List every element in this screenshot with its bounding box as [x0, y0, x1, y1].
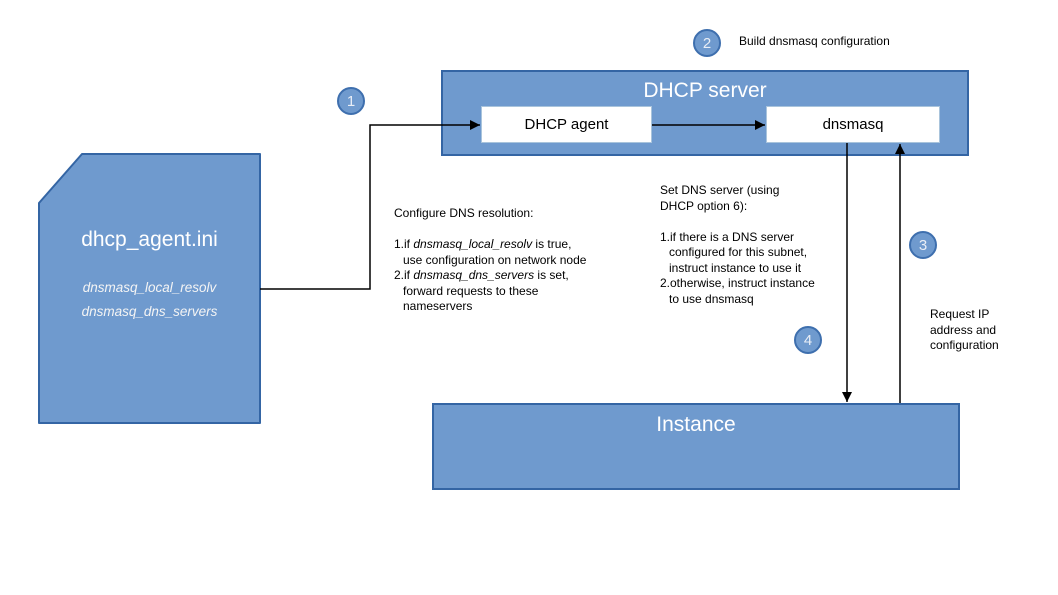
set-dns-item1-l2: configured for this subnet, — [669, 245, 808, 259]
config-file-options: dnsmasq_local_resolv dnsmasq_dns_servers — [39, 276, 260, 324]
config-option-local-resolv: dnsmasq_local_resolv — [82, 280, 217, 295]
spacer — [394, 222, 586, 238]
dhcp-agent-label: DHCP agent — [524, 116, 609, 133]
configure-dns-item2-cont2: nameservers — [403, 299, 473, 313]
set-dns-item1-l1: 1.if there is a DNS server — [660, 229, 795, 244]
set-dns-item2-l1: 2.otherwise, instruct instance — [660, 276, 815, 290]
step-badge-2: 2 — [693, 29, 721, 57]
configure-dns-item1-cont: use configuration on network node — [403, 252, 587, 267]
build-config-label: Build dnsmasq configuration — [739, 34, 890, 48]
dhcp-agent-box: DHCP agent — [481, 106, 652, 143]
set-dns-heading2: DHCP option 6): — [660, 198, 748, 213]
step-badge-4: 4 — [794, 326, 822, 354]
dnsmasq-box: dnsmasq — [766, 106, 940, 143]
config-option-ref: dnsmasq_dns_servers — [413, 268, 535, 282]
config-file-title: dhcp_agent.ini — [81, 228, 218, 251]
configure-dns-note: Configure DNS resolution: 1.if dnsmasq_l… — [394, 206, 586, 315]
config-option-ref: dnsmasq_local_resolv — [413, 237, 533, 251]
config-option-dns-servers: dnsmasq_dns_servers — [81, 304, 218, 319]
instance-box: Instance — [432, 403, 960, 490]
configure-dns-item2-cont1: forward requests to these — [403, 283, 539, 298]
configure-dns-heading: Configure DNS resolution: — [394, 206, 534, 220]
configure-dns-item2: 2.if dnsmasq_dns_servers is set, — [394, 268, 569, 282]
set-dns-item2-l2: to use dnsmasq — [669, 291, 754, 306]
set-dns-note: Set DNS server (using DHCP option 6): 1.… — [660, 183, 815, 307]
step-badge-1: 1 — [337, 87, 365, 115]
dnsmasq-label: dnsmasq — [822, 116, 884, 133]
configure-dns-item1: 1.if dnsmasq_local_resolv is true, — [394, 237, 572, 251]
spacer — [660, 214, 815, 230]
set-dns-heading1: Set DNS server (using — [660, 183, 780, 197]
request-ip-note: Request IP address and configuration — [930, 307, 999, 354]
request-ip-l3: configuration — [930, 338, 999, 352]
step-badge-3: 3 — [909, 231, 937, 259]
request-ip-l1: Request IP — [930, 307, 990, 321]
dhcp-server-title: DHCP server — [643, 79, 767, 102]
instance-title: Instance — [656, 413, 736, 436]
set-dns-item1-l3: instruct instance to use it — [669, 260, 802, 275]
request-ip-l2: address and — [930, 322, 997, 337]
